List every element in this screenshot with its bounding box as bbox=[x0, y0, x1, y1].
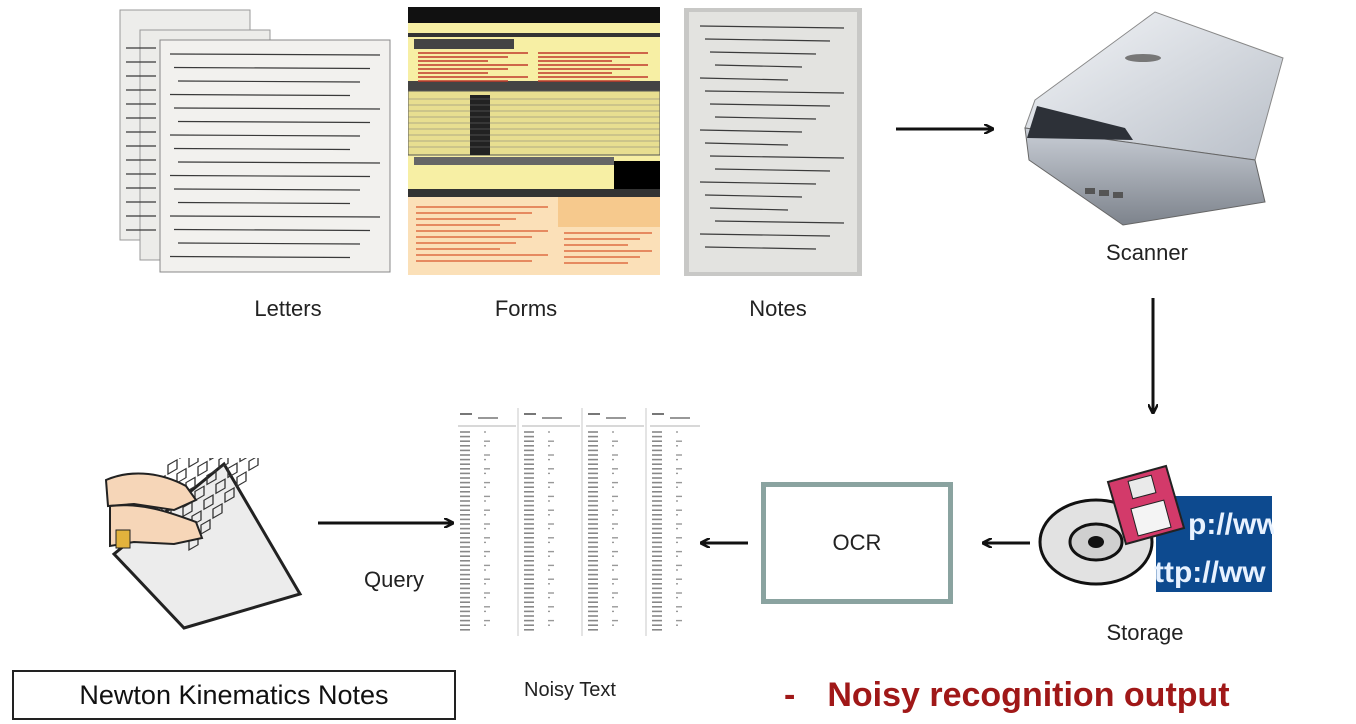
caption-text: Noisy recognition output bbox=[827, 675, 1230, 714]
caption-dash: - bbox=[784, 675, 796, 714]
letters-label: Letters bbox=[254, 296, 322, 321]
scanner-icon bbox=[1015, 10, 1290, 230]
storage-screen-line1: p://ww bbox=[1188, 508, 1274, 541]
title-box-text: Newton Kinematics Notes bbox=[79, 679, 389, 710]
notes-image bbox=[684, 8, 862, 276]
keyboard-icon bbox=[104, 379, 304, 630]
forms-label: Forms bbox=[494, 296, 558, 321]
caption: - Noisy recognition output bbox=[784, 670, 1350, 720]
query-label: Query bbox=[364, 567, 424, 592]
forms-image bbox=[407, 7, 661, 275]
letters-image bbox=[118, 8, 392, 274]
storage-icon: p://ww ttp://ww bbox=[1038, 460, 1280, 592]
title-box: Newton Kinematics Notes bbox=[12, 670, 456, 720]
scanner-label: Scanner bbox=[1106, 240, 1188, 265]
noisy-text-label: Noisy Text bbox=[524, 679, 616, 701]
ocr-label: OCR bbox=[832, 530, 882, 555]
notes-label: Notes bbox=[749, 296, 807, 321]
storage-label: Storage bbox=[1106, 620, 1184, 645]
noisy-text-table-image bbox=[456, 408, 711, 636]
storage-screen-line2: ttp://ww bbox=[1154, 556, 1266, 589]
ocr-box: OCR bbox=[761, 482, 953, 604]
